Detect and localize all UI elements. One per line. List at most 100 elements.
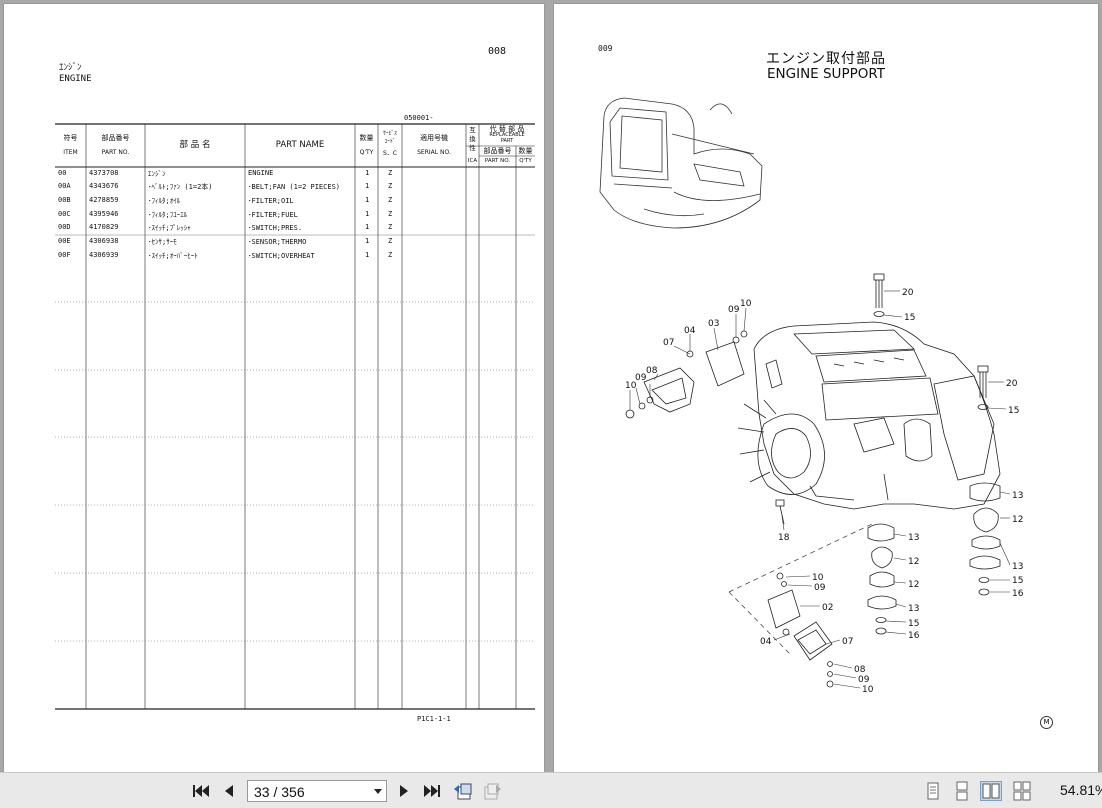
callout: 20 bbox=[902, 288, 914, 298]
row-part-no[interactable]: 4170829 bbox=[89, 223, 119, 231]
callout: 10 bbox=[862, 685, 874, 695]
row-name-jp: ･ｾﾝｻ;ｻｰﾓ bbox=[148, 238, 177, 246]
footer-code: P1C1-1-1 bbox=[417, 715, 451, 723]
continuous-page-icon bbox=[956, 781, 968, 801]
callout: 16 bbox=[1012, 589, 1024, 599]
continuous-view-button[interactable] bbox=[951, 781, 973, 801]
back-view-icon bbox=[454, 783, 472, 800]
row-name-en: ･SWITCH;PRES. bbox=[248, 224, 303, 232]
header-repl-qty-jp: 数量 bbox=[518, 147, 533, 155]
chevron-down-icon[interactable] bbox=[374, 789, 382, 794]
callout: 10 bbox=[740, 299, 752, 309]
header-item-jp: 符号 bbox=[63, 134, 78, 142]
next-page-icon bbox=[400, 785, 408, 797]
callout: 09 bbox=[635, 373, 647, 383]
callout: 13 bbox=[1012, 491, 1023, 501]
page-title-jp: ｴﾝｼﾞﾝ bbox=[59, 63, 82, 73]
row-name-jp: ･ﾍﾞﾙﾄ;ﾌｧﾝ (1=2本) bbox=[148, 183, 213, 191]
callout: 15 bbox=[1008, 406, 1019, 416]
single-page-view-button[interactable] bbox=[922, 781, 944, 801]
row-part-no[interactable]: 4306938 bbox=[89, 237, 119, 245]
navigate-back-button[interactable] bbox=[452, 781, 474, 801]
header-sc-jp1: ｻｰﾋﾞｽ bbox=[383, 131, 397, 137]
header-item-en: ITEM bbox=[63, 149, 78, 156]
row-qty: 1 bbox=[365, 169, 370, 177]
callout: 15 bbox=[904, 313, 915, 323]
row-name-en: ･FILTER;OIL bbox=[248, 197, 294, 205]
single-page-icon bbox=[927, 782, 939, 800]
header-replaceable-jp: 代 替 部 品 bbox=[489, 125, 525, 133]
callout: 04 bbox=[760, 637, 772, 647]
row-item: 00D bbox=[58, 223, 71, 231]
header-qty-en: Q'TY bbox=[359, 149, 374, 156]
next-page-button[interactable] bbox=[393, 781, 415, 801]
facing-view-button[interactable] bbox=[980, 781, 1002, 801]
row-qty: 1 bbox=[365, 251, 370, 259]
callout: 13 bbox=[908, 604, 919, 614]
callout: 10 bbox=[812, 573, 824, 583]
viewer-toolbar: 33 / 356 bbox=[0, 772, 1102, 808]
page-indicator: 33 / 356 bbox=[254, 784, 305, 800]
parts-table-grid bbox=[55, 123, 535, 710]
previous-page-button[interactable] bbox=[218, 781, 240, 801]
page-code: 008 bbox=[488, 46, 507, 57]
header-ica-en: ICA bbox=[467, 158, 478, 164]
callout: 13 bbox=[908, 533, 919, 543]
header-name-en: PART NAME bbox=[275, 140, 325, 150]
previous-page-icon bbox=[225, 785, 233, 797]
callout: 12 bbox=[908, 557, 919, 567]
callout: 18 bbox=[778, 533, 790, 543]
header-sc-en: S．C bbox=[383, 150, 397, 157]
header-ica-jp3: 性 bbox=[469, 144, 476, 152]
row-sc: Z bbox=[388, 169, 393, 177]
row-qty: 1 bbox=[365, 210, 370, 218]
row-part-no[interactable]: 4343676 bbox=[89, 182, 119, 190]
callout: 04 bbox=[684, 326, 696, 336]
callout: 09 bbox=[728, 305, 740, 315]
facing-continuous-view-button[interactable] bbox=[1011, 781, 1033, 801]
page-parts-list: 008 ｴﾝｼﾞﾝ ENGINE 050001- bbox=[4, 4, 544, 772]
row-qty: 1 bbox=[365, 182, 370, 190]
callout-labels: 20 15 20 15 13 12 13 15 16 13 12 12 13 1… bbox=[625, 288, 1024, 695]
navigate-forward-button[interactable] bbox=[481, 781, 503, 801]
page-number-select[interactable]: 33 / 356 bbox=[247, 780, 387, 802]
callout: 08 bbox=[646, 366, 658, 376]
first-page-button[interactable] bbox=[190, 781, 212, 801]
callout: 09 bbox=[814, 583, 826, 593]
page-title-en: ENGINE bbox=[59, 74, 92, 84]
row-name-jp: ･ｽｲｯﾁ;ｵｰﾊﾞｰﾋｰﾄ bbox=[148, 252, 198, 260]
row-name-en: ･BELT;FAN (1=2 PIECES) bbox=[248, 183, 341, 191]
last-page-icon bbox=[424, 785, 440, 797]
last-page-button[interactable] bbox=[421, 781, 443, 801]
row-name-jp: ･ﾌｨﾙﾀ;ｵｲﾙ bbox=[148, 197, 181, 205]
header-replaceable-en1: REPLACEABLE bbox=[489, 132, 525, 138]
callout: 12 bbox=[1012, 515, 1023, 525]
row-item: 00E bbox=[58, 237, 71, 245]
callout: 09 bbox=[858, 675, 870, 685]
row-part-no[interactable]: 4395946 bbox=[89, 210, 119, 218]
row-name-jp: ･ﾌｨﾙﾀ;ﾌﾕｰｴﾙ bbox=[148, 211, 188, 219]
callout: 12 bbox=[908, 580, 919, 590]
row-item: 00B bbox=[58, 196, 71, 204]
forward-view-icon bbox=[484, 783, 501, 800]
zoom-level[interactable]: 54.81% bbox=[1060, 782, 1102, 798]
mount-parts bbox=[625, 273, 1001, 688]
callout: 07 bbox=[663, 338, 674, 348]
document-viewer[interactable]: 008 ｴﾝｼﾞﾝ ENGINE 050001- bbox=[0, 0, 1102, 772]
row-item: 00F bbox=[58, 251, 71, 259]
header-serial-en: SERIAL NO. bbox=[417, 149, 451, 156]
row-part-no[interactable]: 4278859 bbox=[89, 196, 119, 204]
row-part-no[interactable]: 4373708 bbox=[89, 169, 119, 177]
row-sc: Z bbox=[388, 210, 393, 218]
row-sc: Z bbox=[388, 196, 393, 204]
header-ica-jp2: 換 bbox=[469, 135, 476, 143]
row-sc: Z bbox=[388, 223, 393, 231]
callout: 15 bbox=[908, 619, 919, 629]
row-qty: 1 bbox=[365, 223, 370, 231]
header-qty-jp: 数量 bbox=[359, 134, 374, 142]
header-serial-jp: 適用号機 bbox=[420, 134, 448, 142]
diagram-title-en: ENGINE SUPPORT bbox=[767, 66, 885, 82]
facing-pages-icon bbox=[982, 783, 1000, 799]
row-part-no[interactable]: 4306939 bbox=[89, 251, 119, 259]
page-code: 009 bbox=[598, 44, 613, 53]
